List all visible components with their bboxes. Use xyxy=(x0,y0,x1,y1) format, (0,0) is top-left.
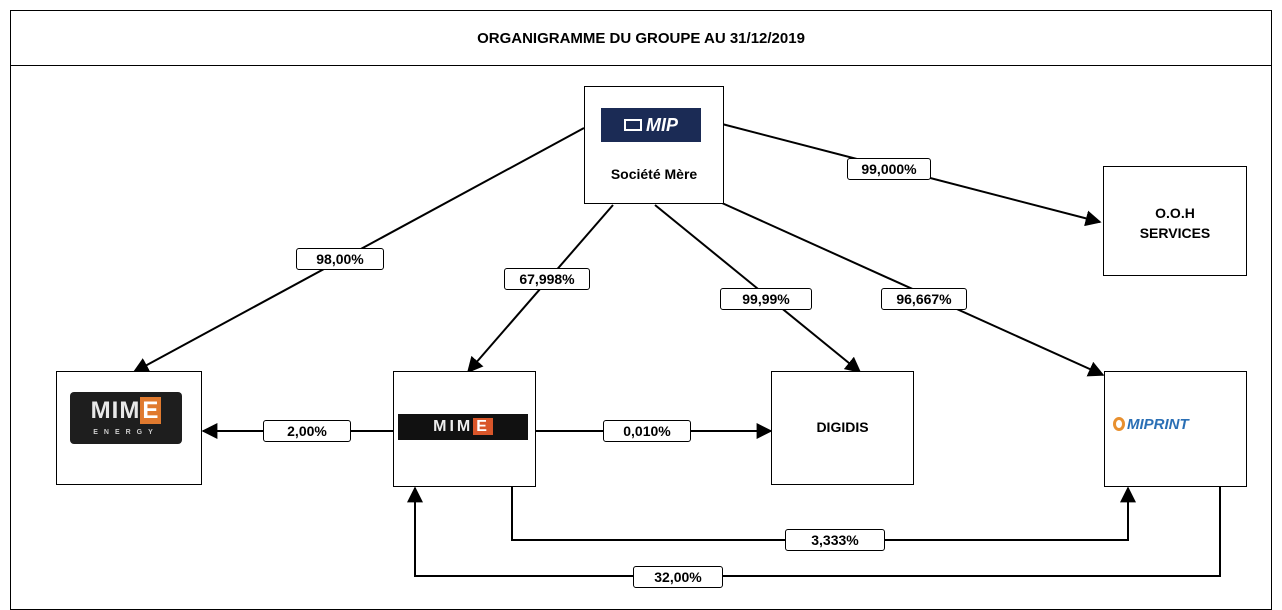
mime-energy-logo-text: MIM xyxy=(90,397,141,424)
mime-energy-logo: MIME ENERGY xyxy=(70,392,182,444)
node-mipprint xyxy=(1104,371,1247,487)
node-digidis-label: DIGIDIS xyxy=(816,419,869,435)
node-mip xyxy=(584,86,724,204)
node-mip-label: Société Mère xyxy=(610,166,698,182)
pct-mip-mime: 67,998% xyxy=(504,268,590,290)
pct-mime-digidis: 0,010% xyxy=(603,420,691,442)
pct-mip-mime-energy: 98,00% xyxy=(296,248,384,270)
mime-logo-text: MIM xyxy=(433,418,474,435)
mipprint-logo-text: MIPRINT xyxy=(1127,415,1189,433)
mip-logo: MIP xyxy=(601,108,701,142)
mime-energy-logo-sub: ENERGY xyxy=(93,429,159,436)
mime-energy-logo-accent: E xyxy=(140,397,162,424)
ring-icon xyxy=(1113,417,1125,431)
diagram-title: ORGANIGRAMME DU GROUPE AU 31/12/2019 xyxy=(10,10,1272,66)
mime-logo-accent: E xyxy=(473,418,493,435)
node-digidis xyxy=(771,371,914,485)
pct-mip-ooh: 99,000% xyxy=(847,158,931,180)
pct-mip-mipprint: 96,667% xyxy=(881,288,967,310)
monitor-icon xyxy=(623,119,642,131)
node-ooh-label: O.O.H SERVICES xyxy=(1139,205,1211,241)
pct-mime-mime-energy: 2,00% xyxy=(263,420,351,442)
link-mipprint-mime xyxy=(407,486,1221,577)
mipprint-logo: MIPRINT xyxy=(1113,412,1225,436)
mip-logo-text: MIP xyxy=(645,114,678,135)
pct-mime-mipprint: 3,333% xyxy=(785,529,885,551)
node-ooh xyxy=(1103,166,1247,276)
pct-mipprint-mime: 32,00% xyxy=(633,566,723,588)
pct-mip-digidis: 99,99% xyxy=(720,288,812,310)
